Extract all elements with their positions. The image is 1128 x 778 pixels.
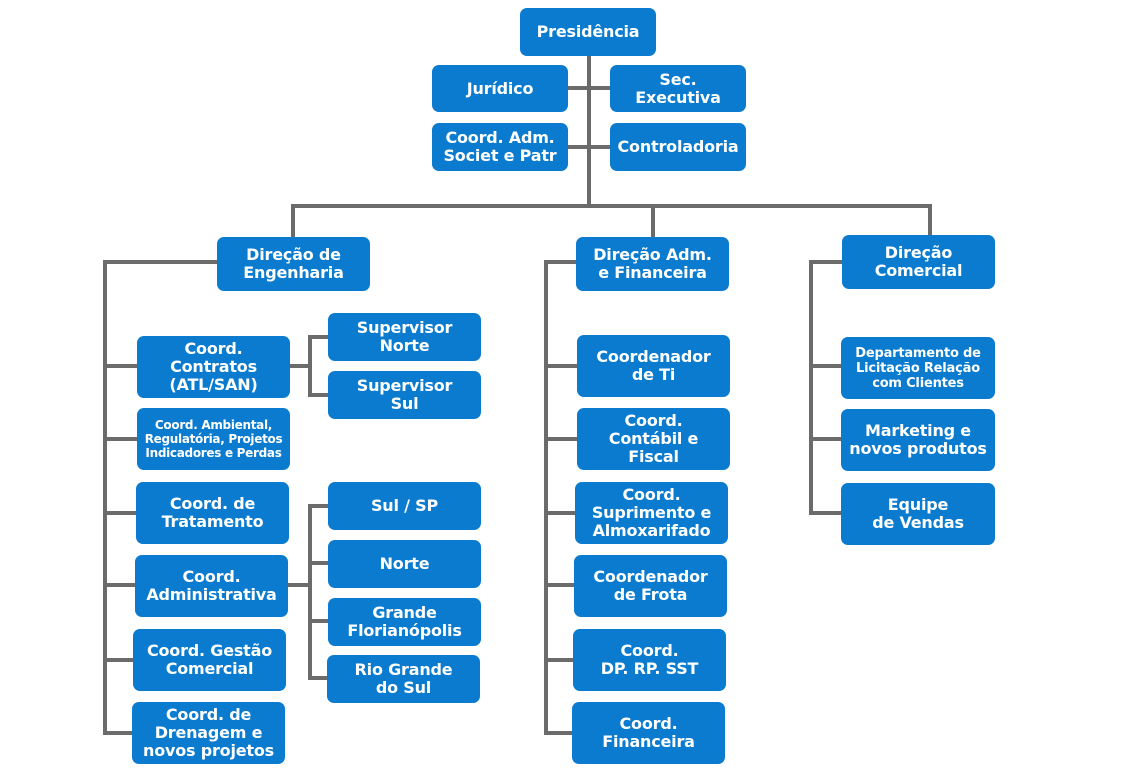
- box-direcao-adm-financeira: Direção Adm. e Financeira: [576, 237, 729, 291]
- box-direcao-comercial: Direção Comercial: [842, 235, 995, 289]
- box-supervisor-norte: Supervisor Norte: [328, 313, 481, 361]
- box-coord-dp-rp-sst: Coord. DP. RP. SST: [573, 629, 726, 691]
- box-marketing: Marketing e novos produtos: [841, 409, 995, 471]
- box-coord-ambiental: Coord. Ambiental, Regulatória, Projetos …: [137, 408, 290, 470]
- box-coord-tratamento: Coord. de Tratamento: [136, 482, 289, 544]
- box-departamento-licitacao: Departamento de Licitação Relação com Cl…: [841, 337, 995, 399]
- box-supervisor-sul: Supervisor Sul: [328, 371, 481, 419]
- box-norte: Norte: [328, 540, 481, 588]
- box-coord-suprimento: Coord. Suprimento e Almoxarifado: [575, 482, 728, 544]
- box-equipe-vendas: Equipe de Vendas: [841, 483, 995, 545]
- box-coord-administrativa: Coord. Administrativa: [135, 555, 288, 617]
- box-coord-adm-societ: Coord. Adm. Societ e Patr: [432, 123, 568, 171]
- box-coord-financeira: Coord. Financeira: [572, 702, 725, 764]
- box-coord-gestao-comercial: Coord. Gestão Comercial: [133, 629, 286, 691]
- box-coordenador-frota: Coordenador de Frota: [574, 555, 727, 617]
- box-rio-grande-do-sul: Rio Grande do Sul: [327, 655, 480, 703]
- box-grande-florianopolis: Grande Florianópolis: [328, 598, 481, 646]
- box-coord-drenagem: Coord. de Drenagem e novos projetos: [132, 702, 285, 764]
- box-presidencia: Presidência: [520, 8, 656, 56]
- box-coord-contabil-fiscal: Coord. Contábil e Fiscal: [577, 408, 730, 470]
- box-controladoria: Controladoria: [610, 123, 746, 171]
- box-coordenador-ti: Coordenador de Ti: [577, 335, 730, 397]
- box-coord-contratos: Coord. Contratos (ATL/SAN): [137, 336, 290, 398]
- box-juridico: Jurídico: [432, 65, 568, 112]
- box-sec-executiva: Sec. Executiva: [610, 65, 746, 112]
- box-direcao-engenharia: Direção de Engenharia: [217, 237, 370, 291]
- box-sul-sp: Sul / SP: [328, 482, 481, 530]
